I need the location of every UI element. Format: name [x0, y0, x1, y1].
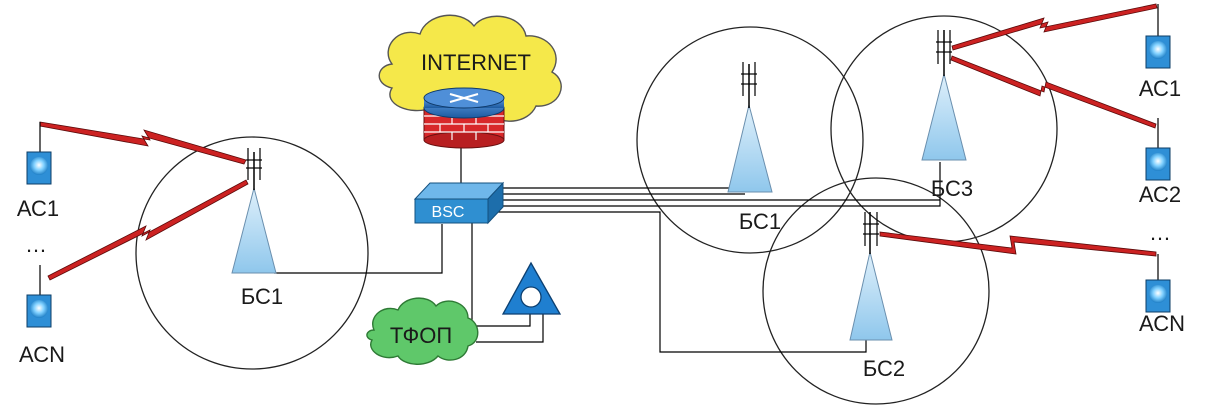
right-bs2-antenna-tower-icon [849, 212, 893, 341]
bsc-label: BSC [432, 204, 465, 221]
right-dots-label: … [1149, 220, 1171, 245]
left-dots-label: … [25, 232, 47, 257]
right-acn-label: АСN [1139, 311, 1185, 336]
left-acn-label: АСN [19, 342, 65, 367]
right-cell-bs2-coverage [762, 177, 990, 405]
right-ac1-label: АС1 [1139, 76, 1181, 101]
firewall-router-icon [423, 87, 505, 149]
left-bs-label: БС1 [241, 284, 283, 309]
pstn-cloud-icon: ТФОП [366, 297, 479, 365]
right-cell-bs1-coverage [636, 26, 864, 254]
wired-links [274, 140, 941, 353]
tfop-label: ТФОП [390, 323, 452, 348]
exchange-triangle-icon [501, 261, 562, 315]
right-bs1-antenna-tower-icon [727, 62, 773, 193]
left-cell-coverage [135, 136, 369, 370]
left-ac1-label: АС1 [17, 196, 59, 221]
right-ac2-mobile-terminal-icon [1145, 118, 1171, 181]
right-ac1-mobile-terminal-icon [1145, 4, 1171, 69]
right-bs3-antenna-tower-icon [921, 30, 967, 161]
right-bs3-label: БС3 [931, 176, 973, 201]
right-bs1-label: БС1 [739, 209, 781, 234]
right-bs2-label: БС2 [863, 356, 905, 381]
internet-label: INTERNET [421, 50, 531, 75]
left-acn-mobile-terminal-icon [26, 265, 52, 328]
radio-link-icon [39, 3, 1158, 281]
left-ac1-mobile-terminal-icon [26, 122, 52, 185]
right-ac2-label: АС2 [1139, 182, 1181, 207]
right-acn-mobile-terminal-icon [1145, 254, 1171, 313]
bsc-switch-icon: BSC [413, 181, 505, 225]
left-bs-antenna-tower-icon [231, 148, 277, 274]
